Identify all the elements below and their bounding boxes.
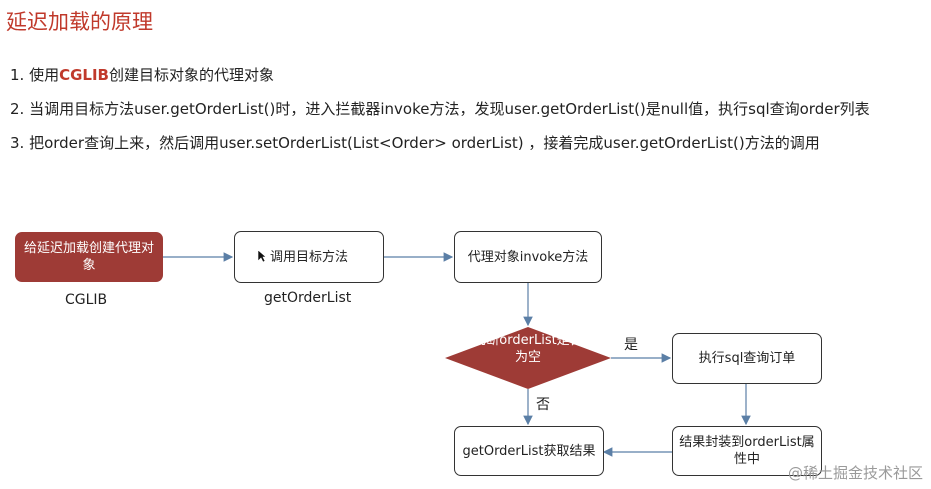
caption-getorderlist: getOrderList (264, 290, 352, 306)
watermark: @稀土掘金技术社区 (787, 464, 923, 482)
mouse-pointer-icon (257, 249, 267, 263)
point-1: 1. 使用CGLIB创建目标对象的代理对象 (10, 64, 274, 85)
page-title: 延迟加载的原理 (6, 10, 153, 34)
caption-cglib: CGLIB (65, 292, 108, 308)
node-execute-sql: 执行sql查询订单 (672, 333, 822, 384)
node-get-result: getOrderList获取结果 (454, 426, 604, 476)
point-1-prefix: 1. 使用 (10, 66, 60, 84)
point-2: 2. 当调用目标方法user.getOrderList()时，进入拦截器invo… (10, 100, 870, 118)
label-yes: 是 (624, 337, 638, 353)
label-no: 否 (536, 397, 550, 413)
point-1-highlight: CGLIB (59, 66, 109, 84)
point-3: 3. 把order查询上来，然后调用user.setOrderList(List… (10, 134, 820, 152)
node-create-proxy: 给延迟加载创建代理对象 (15, 232, 163, 282)
node-wrap-result: 结果封装到orderList属性中 (672, 426, 822, 476)
node-decision: 判断orderList是否为空 (473, 333, 583, 365)
decision-diamond (445, 327, 611, 389)
point-1-suffix: 创建目标对象的代理对象 (109, 66, 275, 84)
node-proxy-invoke: 代理对象invoke方法 (454, 231, 602, 283)
